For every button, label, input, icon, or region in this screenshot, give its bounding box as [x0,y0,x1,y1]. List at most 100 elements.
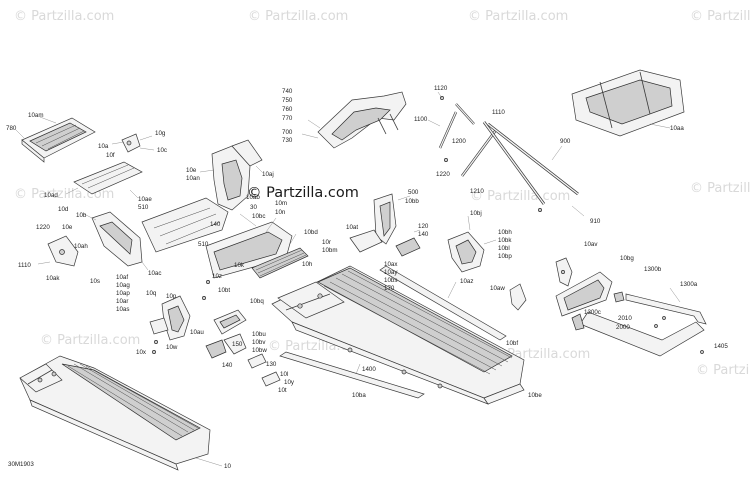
callout-label: 1210 [470,188,484,195]
callout-label: 750 [282,97,293,104]
tunnel-main-assembly [271,265,525,405]
callout-label: 10x [136,349,147,356]
callout-label: 10z [212,273,222,280]
bracket-part-10ak [37,235,79,267]
callout-label: 10bc [252,213,265,220]
callout-label: 1405 [714,343,728,350]
plate-part-10ad [65,161,143,199]
callout-label: 10ag [116,282,130,289]
callout-label: 1300a [680,281,698,288]
callout-label: 10bh [498,229,512,236]
callout-label: 1110 [18,262,31,269]
callout-label: 730 [282,137,293,144]
callout-label: 510 [138,204,149,211]
callout-label: 10af [116,274,128,281]
callout-label: 1110 [492,109,505,116]
callout-label: 10ah [74,243,88,250]
callout-label: 10y [284,379,295,386]
chassis-part-10aa [571,69,685,137]
callout-label: 10an [186,175,200,182]
heat-exchanger-part-10bd [251,233,309,279]
callout-label: 10w [166,344,178,351]
callout-label: 910 [590,218,601,225]
callout-label: 10bj [470,210,482,217]
callout-label: 10aw [490,285,505,292]
callout-label: 770 [282,115,293,122]
plate-part-10bq [202,280,247,335]
tunnel-cooling-fins [323,270,513,375]
callout-label: 10ak [46,275,60,282]
bracket-part-10bg [555,271,613,317]
callout-label: 10q [146,290,157,297]
rail-part-10az [379,265,507,341]
callout-label: 10e [186,167,197,174]
callout-label: 150 [232,341,243,348]
callout-label: 10n [275,209,286,216]
callout-label: 10bp [498,253,512,260]
callout-label: 10h [302,261,313,268]
block-part-120 [395,229,421,257]
callout-label: 10e [62,224,73,231]
steering-rod-assembly [427,91,585,217]
callout-label: 10bb [405,198,419,205]
callout-label: 130 [266,361,277,368]
callout-label: 10t [278,387,287,394]
callout-label: 10m [275,200,287,207]
callout-label: 10as [116,306,129,313]
callout-label: 700 [282,129,293,136]
watermark: © Partzilla.com [14,9,114,24]
callout-label: 10ab [246,194,260,201]
frame-part-10k [205,213,293,279]
callout-label: 1100 [414,116,428,123]
bracket-part-130 [247,353,267,369]
callout-label: 1300c [584,309,601,316]
bracket-part-10aj [199,139,263,211]
callout-label: 1400 [362,366,376,373]
callout-label: 10au [190,329,204,336]
callout-label: 2000 [616,324,630,331]
callout-label: 10c [157,147,167,154]
callout-label: 140 [210,221,221,228]
diagram-code: 30M1903 [8,461,34,468]
callout-label: 10ax [384,261,398,268]
bracket-part-10av [555,257,573,287]
callout-label: 10p [166,293,177,300]
bracket-part-10aw [509,283,527,311]
watermark: © Partzilla.com [468,9,568,24]
callout-label: 10b [76,212,87,219]
callout-label: 2010 [618,315,632,322]
bracket-part-140c [205,339,227,359]
callout-label: 140 [418,231,429,238]
callout-label: 10ae [138,196,152,203]
callout-label: 10ar [116,298,128,305]
callout-label: 10bk [498,237,512,244]
callout-label: 10bt [218,287,230,294]
callout-label: 10l [280,371,288,378]
callout-label: 10g [155,130,166,137]
bracket-part-10p [149,295,191,354]
rail-part-1400 [279,351,425,399]
tunnel-complete-fins [67,363,199,437]
callout-label: 10aj [262,171,274,178]
callout-label: 10ac [148,270,161,277]
callout-label: 10bu [252,331,266,338]
watermark: © Partzilla.com [696,363,750,378]
callout-label: 10bf [506,340,518,347]
callout-label: 10bw [252,347,267,354]
bracket-part-500 [349,193,411,253]
callout-label: 10ba [352,392,366,399]
callout-label: 10bq [250,298,264,305]
watermark: © Partzilla.com [470,189,570,204]
center-watermark: © Partzilla.com [247,185,359,201]
callout-label: 10bl [498,245,510,252]
callout-label: 10at [346,224,358,231]
watermark: © Partzilla.com [248,9,348,24]
callout-label: 500 [408,189,419,196]
callout-label: 1220 [436,171,450,178]
callout-label: 10av [584,241,598,248]
callout-label: 10ap [116,290,130,297]
callout-label: 10s [90,278,100,285]
callout-label: 10bm [322,247,337,254]
bracket-part-10bj [447,215,497,273]
